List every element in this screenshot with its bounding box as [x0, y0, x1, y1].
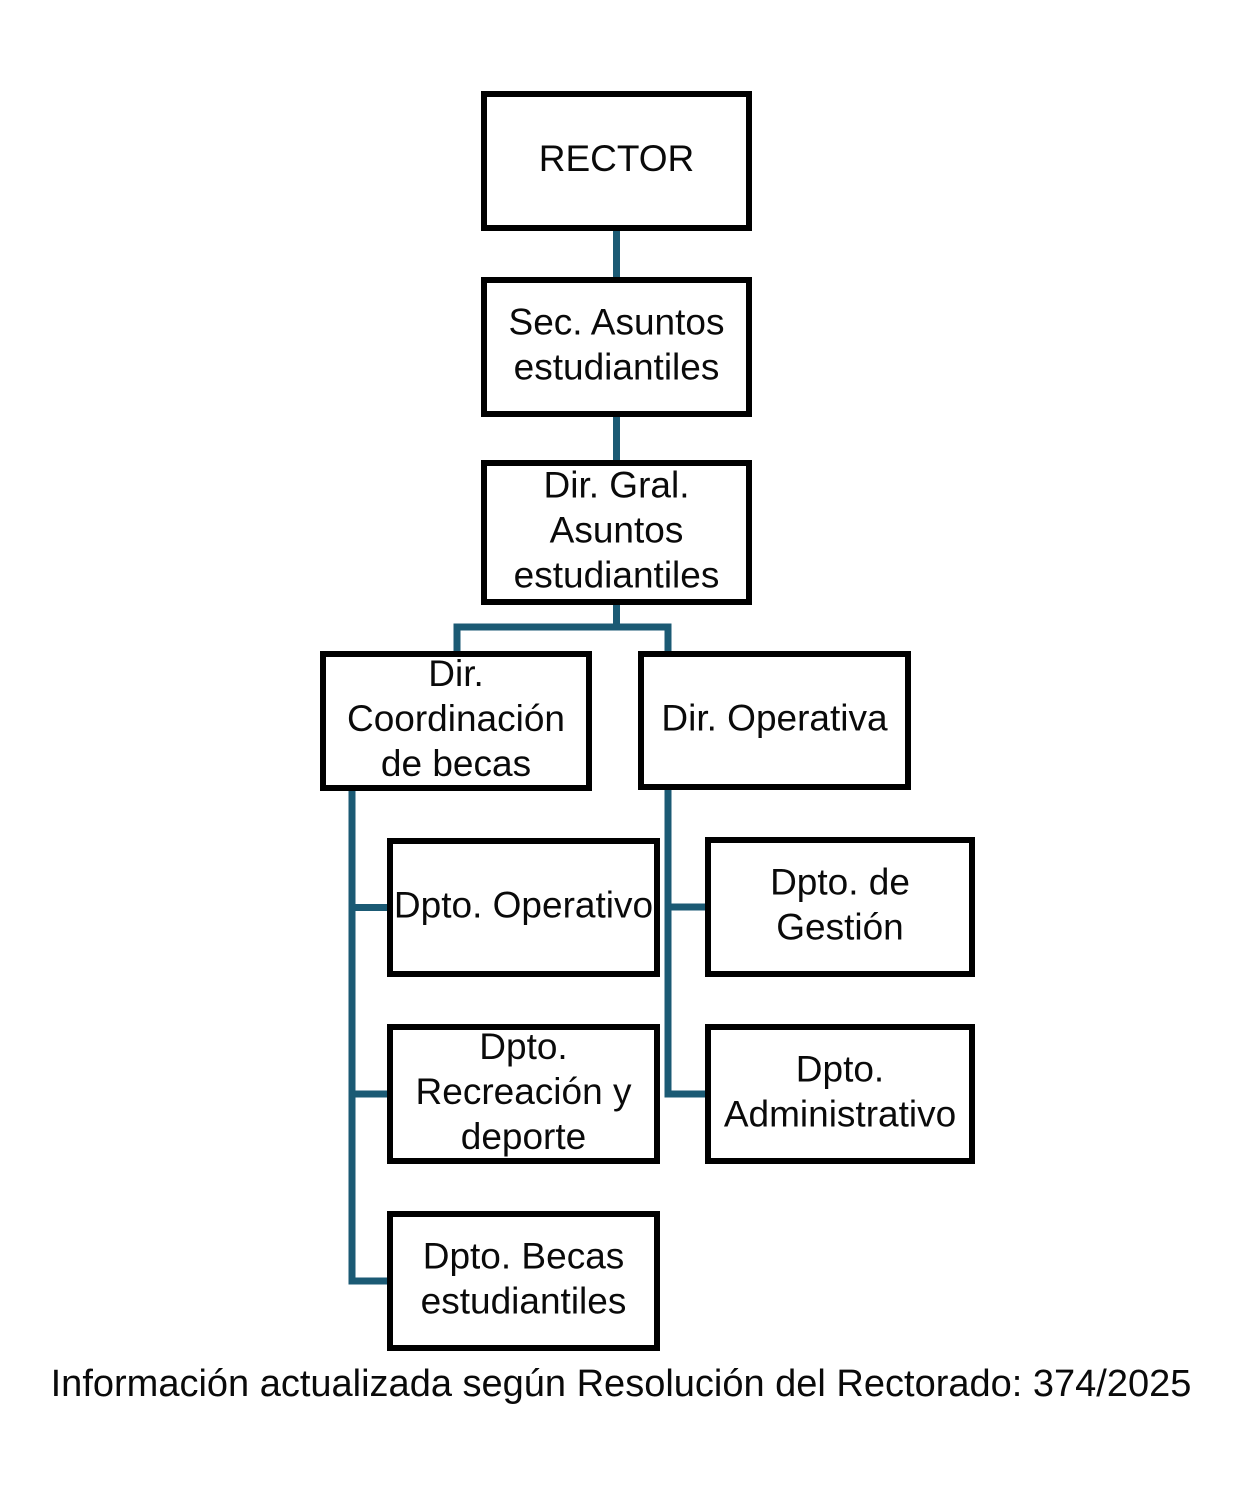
org-node-label-dpto-administrativo: Administrativo: [724, 1093, 956, 1134]
chart-caption: Información actualizada según Resolución…: [51, 1363, 1192, 1405]
org-node-label-rector: RECTOR: [539, 138, 695, 179]
org-node-box-dir-gral-asuntos-estudiantiles: [481, 460, 752, 605]
org-node-dpto-operativo[interactable]: Dpto. Operativo: [387, 838, 660, 977]
org-node-label-dpto-administrativo: Dpto.: [796, 1048, 884, 1089]
org-node-label-dpto-recreacion-y-deporte: deporte: [461, 1116, 587, 1157]
org-node-dir-operativa[interactable]: Dir. Operativa: [638, 651, 911, 790]
org-node-label-dir-gral-asuntos-estudiantiles: Asuntos: [550, 509, 684, 550]
org-node-box-dir-coordinacion-de-becas: [320, 651, 592, 791]
org-node-label-sec-asuntos-estudiantiles: estudiantiles: [514, 346, 720, 387]
org-node-rector[interactable]: RECTOR: [481, 91, 752, 231]
org-node-label-dir-coordinacion-de-becas: de becas: [381, 743, 531, 784]
org-node-box-rector: [481, 91, 752, 231]
connector-dir-coordinacion-de-becas-to-dpto-becas-estudiantiles: [348, 788, 390, 1285]
org-node-box-dpto-administrativo: [705, 1024, 975, 1164]
org-node-box-dpto-operativo: [387, 838, 660, 977]
org-node-label-dpto-operativo: Dpto. Operativo: [394, 884, 653, 925]
org-node-label-dpto-de-gestion: Dpto. de: [770, 861, 910, 902]
org-node-label-dir-gral-asuntos-estudiantiles: Dir. Gral.: [544, 464, 690, 505]
org-node-label-dpto-recreacion-y-deporte: Recreación y: [416, 1071, 632, 1112]
org-node-label-dir-gral-asuntos-estudiantiles: estudiantiles: [514, 554, 720, 595]
org-node-box-dir-operativa: [638, 651, 911, 790]
org-node-box-dpto-de-gestion: [705, 837, 975, 977]
org-node-label-dpto-becas-estudiantiles: estudiantiles: [421, 1280, 627, 1321]
org-node-box-dpto-recreacion-y-deporte: [387, 1024, 660, 1164]
org-node-label-sec-asuntos-estudiantiles: Sec. Asuntos: [509, 301, 725, 342]
org-node-label-dpto-becas-estudiantiles: Dpto. Becas: [423, 1235, 625, 1276]
org-node-label-dir-coordinacion-de-becas: Dir.: [428, 653, 484, 694]
connector-dir-gral-asuntos-estudiantiles-to-dir-operativa: [613, 602, 672, 654]
org-node-box-sec-asuntos-estudiantiles: [481, 277, 752, 417]
org-node-label-dpto-de-gestion: Gestión: [776, 906, 904, 947]
org-node-box-dpto-becas-estudiantiles: [387, 1211, 660, 1351]
org-node-label-dpto-recreacion-y-deporte: Dpto.: [479, 1026, 567, 1067]
org-node-dpto-administrativo[interactable]: Dpto.Administrativo: [705, 1024, 975, 1164]
org-node-label-dir-coordinacion-de-becas: Coordinación: [347, 698, 565, 739]
org-node-label-dir-operativa: Dir. Operativa: [661, 697, 888, 738]
connector-layer: [348, 228, 708, 1285]
connector-dir-operativa-to-dpto-administrativo: [664, 787, 708, 1098]
